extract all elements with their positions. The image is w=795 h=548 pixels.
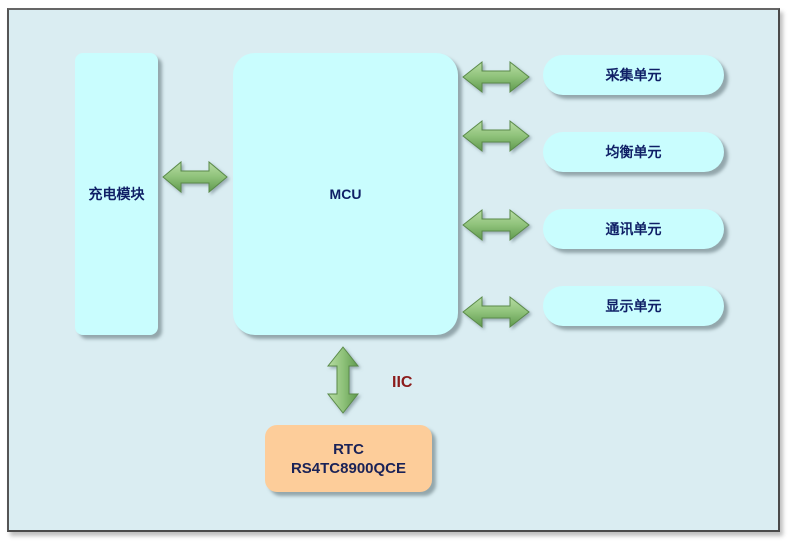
rtc-part-number: RS4TC8900QCE [290, 459, 407, 477]
unit-box-communication: 通讯单元 [543, 209, 724, 249]
double-arrow-icon [462, 295, 530, 329]
unit-label: 通讯单元 [605, 221, 662, 237]
unit-box-acquisition: 采集单元 [543, 55, 724, 95]
rtc-title: RTC [333, 440, 364, 458]
unit-box-display: 显示单元 [543, 286, 724, 326]
double-arrow-icon [462, 119, 530, 153]
unit-label: 采集单元 [605, 67, 662, 83]
double-arrow-icon [462, 208, 530, 242]
vertical-double-arrow-icon [326, 346, 360, 414]
charging-module-label: 充电模块 [88, 186, 145, 202]
unit-label: 均衡单元 [605, 144, 662, 160]
bus-label-iic: IIC [392, 374, 413, 391]
rtc-box: RTC RS4TC8900QCE [265, 425, 432, 492]
unit-label: 显示单元 [605, 298, 662, 314]
double-arrow-icon [162, 160, 228, 194]
mcu-box: MCU [233, 53, 458, 335]
unit-box-balancing: 均衡单元 [543, 132, 724, 172]
double-arrow-icon [462, 60, 530, 94]
mcu-label: MCU [329, 186, 362, 202]
charging-module-box: 充电模块 [75, 53, 158, 335]
